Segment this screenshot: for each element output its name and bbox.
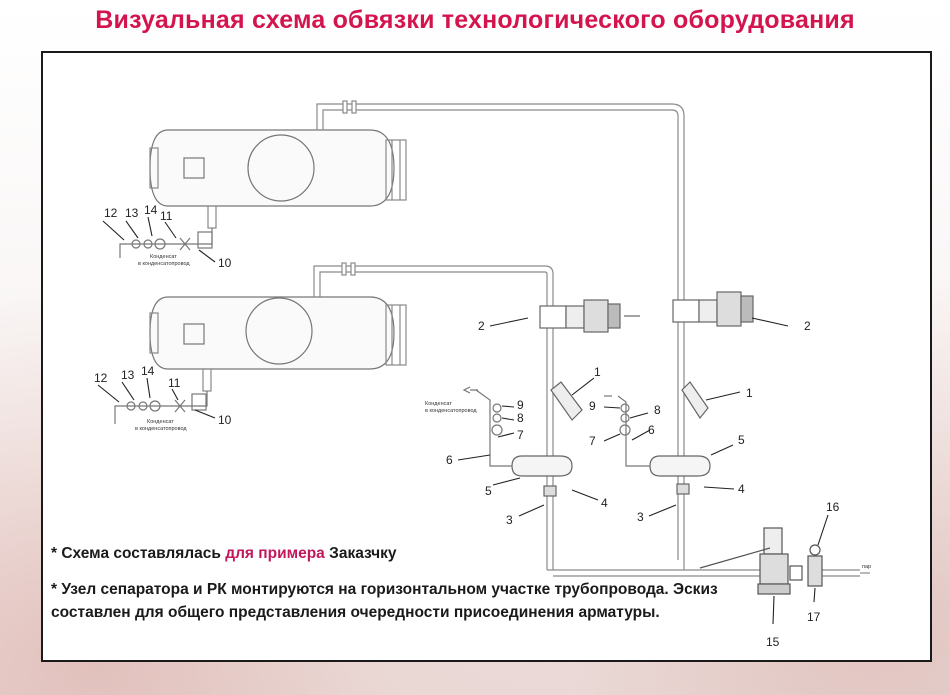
label-8-right: 8 [654,403,661,417]
separators [511,455,711,497]
caption-sep-2: в конденсатопровод [425,408,477,414]
label-14-upper: 14 [144,203,158,217]
label-13-upper: 13 [125,206,139,220]
label-3-left: 3 [506,513,513,527]
condensate-captions: Конденсат в конденсатопровод Конденсат в… [135,254,871,570]
label-15: 15 [766,635,780,649]
lower-tank [149,296,407,392]
steam-caption: пар [862,564,871,570]
lower-drain-line [114,391,208,424]
label-4-right: 4 [738,482,745,496]
label-10-upper: 10 [218,256,232,270]
label-2-right: 2 [804,319,811,333]
note-1-text-start: * Схема составлялась [51,545,226,562]
label-7-left: 7 [517,428,524,442]
label-5-right: 5 [738,433,745,447]
note-1: * Схема составлялась для примера Заказчк… [51,542,751,565]
label-6-left: 6 [446,453,453,467]
caption-upper-1: Конденсат [150,254,177,260]
steam-pipes [313,100,870,577]
notes-block: * Схема составлялась для примера Заказчк… [51,542,751,624]
label-3-right: 3 [637,510,644,524]
upper-drain-line [119,228,213,258]
caption-lower-2: в конденсатопровод [135,426,187,432]
label-12-lower: 12 [94,371,108,385]
label-14-lower: 14 [141,364,155,378]
label-8-left: 8 [517,411,524,425]
regulator-left [539,299,640,333]
label-17: 17 [807,610,821,624]
caption-upper-2: в конденсатопровод [138,261,190,267]
reducing-unit [699,527,823,595]
regulator-right [672,291,754,327]
label-6-right: 6 [648,423,655,437]
upper-tank [149,129,407,229]
label-9-right: 9 [589,399,596,413]
note-1-highlight: для примера [225,545,325,562]
leader-lines [97,216,829,625]
label-1-left: 1 [594,365,601,379]
label-11-upper: 11 [160,209,173,223]
label-4-left: 4 [601,496,608,510]
caption-sep-1: Конденсат [425,401,452,407]
number-labels: 12 13 14 11 10 12 13 14 11 10 2 2 1 1 9 … [94,203,840,649]
label-1-right: 1 [746,386,753,400]
label-2-left: 2 [478,319,485,333]
label-16: 16 [826,500,840,514]
note-2: * Узел сепаратора и РК монтируются на го… [51,581,718,621]
label-10-lower: 10 [218,413,232,427]
note-1-text-end: Заказчку [324,545,397,562]
separator-drains [462,386,650,467]
label-11-lower: 11 [168,376,181,390]
page-title: Визуальная схема обвязки технологическог… [95,6,855,34]
caption-lower-1: Конденсат [147,419,174,425]
label-5-left: 5 [485,484,492,498]
strainers [550,381,709,421]
label-12-upper: 12 [104,206,118,220]
label-9-left: 9 [517,398,524,412]
label-7-right: 7 [589,434,596,448]
label-13-lower: 13 [121,368,135,382]
